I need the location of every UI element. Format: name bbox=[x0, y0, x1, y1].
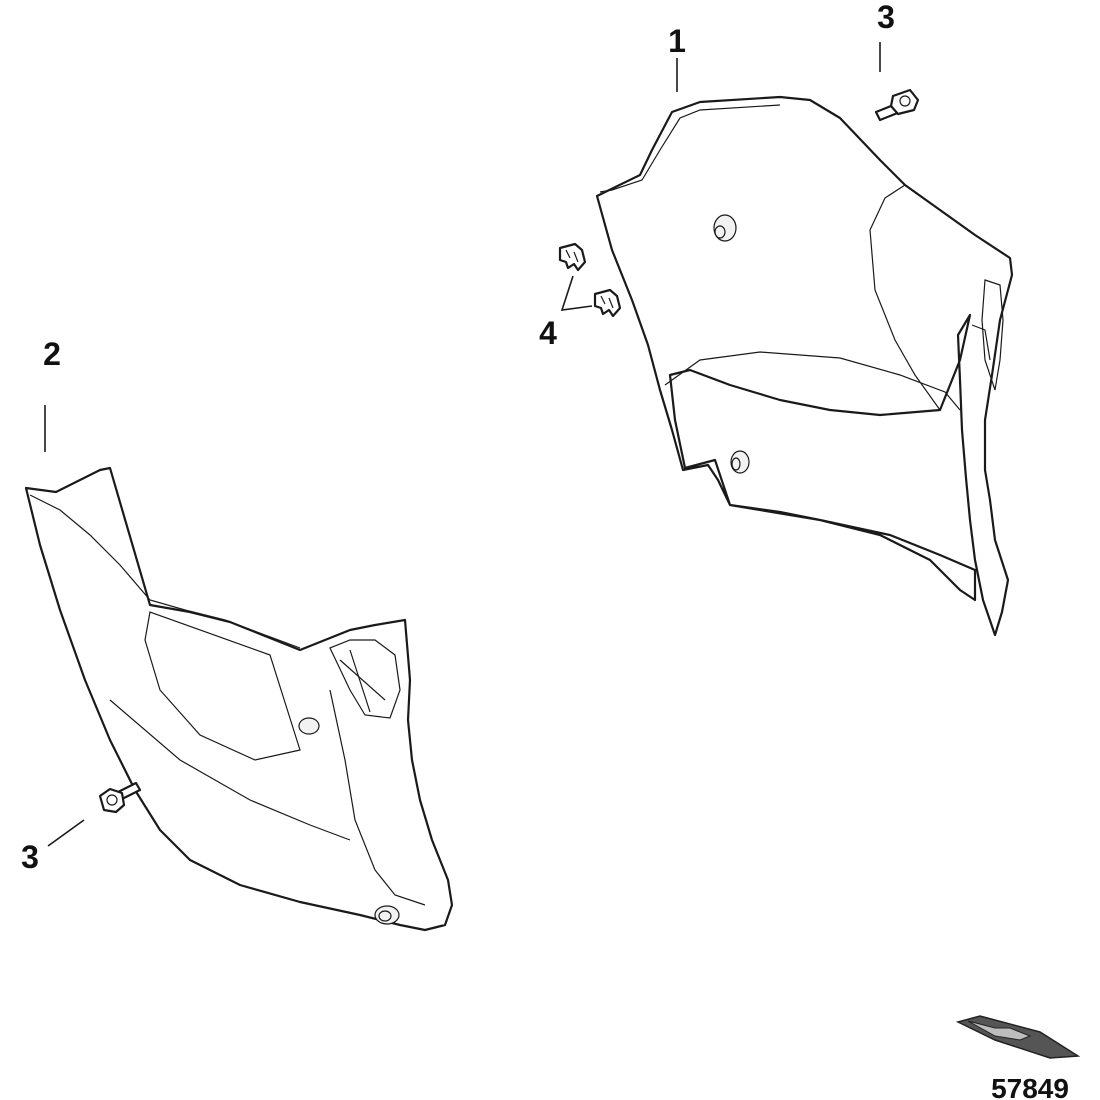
figure-number: 57849 bbox=[991, 1073, 1069, 1100]
boat-icon bbox=[955, 1015, 1081, 1059]
callout-part-4: 4 bbox=[539, 315, 557, 351]
part-1-cover-panel bbox=[595, 95, 1014, 637]
leader-line-part-3-lower bbox=[47, 819, 85, 847]
part-4-clip-upper bbox=[558, 242, 587, 272]
leader-lines bbox=[44, 42, 881, 847]
part-4-clip-lower bbox=[593, 288, 622, 318]
callout-part-2: 2 bbox=[43, 336, 61, 372]
part-3-screw-lower bbox=[98, 781, 142, 814]
callout-part-1: 1 bbox=[668, 23, 686, 59]
part-2-cover-panel bbox=[24, 466, 454, 932]
part-3-screw-upper bbox=[874, 88, 920, 122]
leader-line-part-4 bbox=[560, 275, 593, 311]
callout-part-3-upper: 3 bbox=[877, 0, 895, 35]
callout-part-3-lower: 3 bbox=[21, 839, 39, 875]
